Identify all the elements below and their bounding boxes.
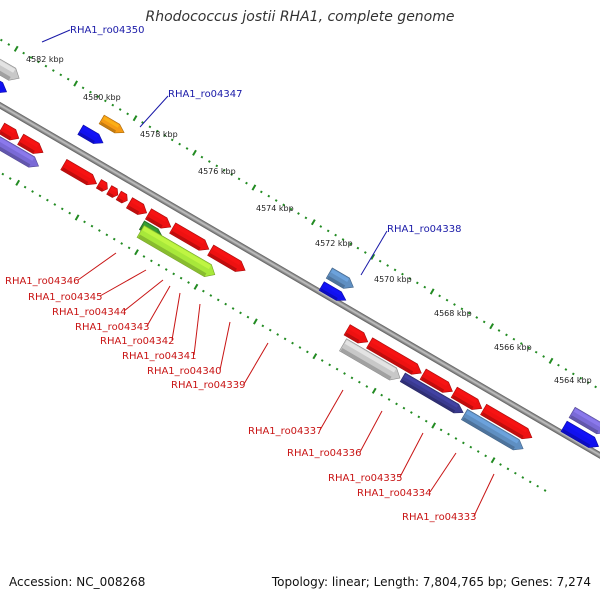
ruler-label-4564: 4564 kbp [554, 376, 592, 385]
gene-label-ro04333: RHA1_ro04333 [402, 512, 477, 523]
gene-gray-low-icon [339, 338, 401, 381]
accession-text: Accession: NC_008268 [9, 575, 146, 589]
gene-blue-right-icon [560, 420, 600, 448]
gene-navy-icon [399, 372, 464, 414]
gene-label-ro04342: RHA1_ro04342 [100, 336, 175, 347]
gene-label-ro04335: RHA1_ro04335 [328, 473, 403, 484]
gene-ro04344-icon [106, 185, 119, 198]
ruler-label-4576: 4576 kbp [198, 167, 236, 176]
gene-label-ro04346: RHA1_ro04346 [5, 276, 80, 287]
ruler-labels: 4582 kbp 4580 kbp 4578 kbp 4576 kbp 4574… [26, 55, 592, 385]
gene-label-ro04345: RHA1_ro04345 [28, 292, 103, 303]
gene-ro04345-icon [95, 179, 108, 192]
ruler-label-4582: 4582 kbp [26, 55, 64, 64]
gene-lime-icon [136, 224, 216, 278]
gene-ro04350-icon [0, 37, 20, 81]
ruler-label-4570: 4570 kbp [374, 275, 412, 284]
gene-violet-right-icon [568, 406, 600, 435]
gene-labels-top: RHA1_ro04350 RHA1_ro04347 RHA1_ro04338 [41, 25, 462, 276]
gene-ro04337-icon [343, 324, 369, 344]
genome-title: Rhodococcus jostii RHA1, complete genome [145, 9, 455, 25]
ruler-label-4568: 4568 kbp [434, 309, 472, 318]
gene-ro04340-icon [169, 222, 210, 251]
ruler-label-4566: 4566 kbp [494, 343, 532, 352]
gene-label-ro04341: RHA1_ro04341 [122, 351, 197, 362]
ruler-label-4572: 4572 kbp [315, 239, 353, 248]
gene-label-ro04350: RHA1_ro04350 [70, 25, 145, 36]
gene-label-ro04347: RHA1_ro04347 [168, 89, 243, 100]
gene-label-ro04343: RHA1_ro04343 [75, 322, 150, 333]
gene-label-ro04334: RHA1_ro04334 [357, 488, 432, 499]
gene-ro04343-icon [115, 190, 128, 204]
gene-ro04338-b-icon [318, 281, 347, 301]
gene-ro04339-icon [207, 244, 246, 272]
gene-label-ro04336: RHA1_ro04336 [287, 448, 362, 459]
gene-block-c-icon [0, 136, 40, 168]
gene-label-ro04339: RHA1_ro04339 [171, 380, 246, 391]
gene-ro04336-icon [366, 337, 422, 375]
gene-label-ro04338: RHA1_ro04338 [387, 224, 462, 235]
gene-block-b-icon [17, 133, 44, 154]
gene-ro04334-icon [450, 386, 483, 410]
gene-block-a-icon [0, 122, 20, 141]
chromosome-backbone [0, 0, 600, 484]
gene-label-ro04337: RHA1_ro04337 [248, 426, 323, 437]
gene-ro04346-icon [60, 158, 98, 186]
genome-summary-text: Topology: linear; Length: 7,804,765 bp; … [271, 575, 591, 589]
ruler-dots-bottom [1, 172, 547, 492]
gene-steel-low-icon [460, 408, 524, 451]
gene-ro04335-icon [419, 368, 453, 393]
gene-ro04349-icon [0, 55, 8, 94]
gene-label-ro04344: RHA1_ro04344 [52, 307, 127, 318]
genes [0, 37, 600, 451]
gene-ro04341-icon [144, 208, 172, 229]
ruler-label-4580: 4580 kbp [83, 93, 121, 102]
gene-label-ro04340: RHA1_ro04340 [147, 366, 222, 377]
gene-ro04347-icon [98, 114, 125, 134]
gene-ro04346-top-icon [77, 124, 104, 144]
ruler-label-4578: 4578 kbp [140, 130, 178, 139]
gene-labels-bottom [77, 252, 495, 517]
ruler-dots-top [0, 38, 597, 389]
gene-ro04338-icon [325, 267, 354, 289]
gene-ro04342-icon [125, 197, 148, 215]
gene-ro04333-icon [480, 403, 533, 440]
ruler-label-4574: 4574 kbp [256, 204, 294, 213]
gene-label-text-bottom: RHA1_ro04346 RHA1_ro04345 RHA1_ro04344 R… [5, 276, 477, 523]
